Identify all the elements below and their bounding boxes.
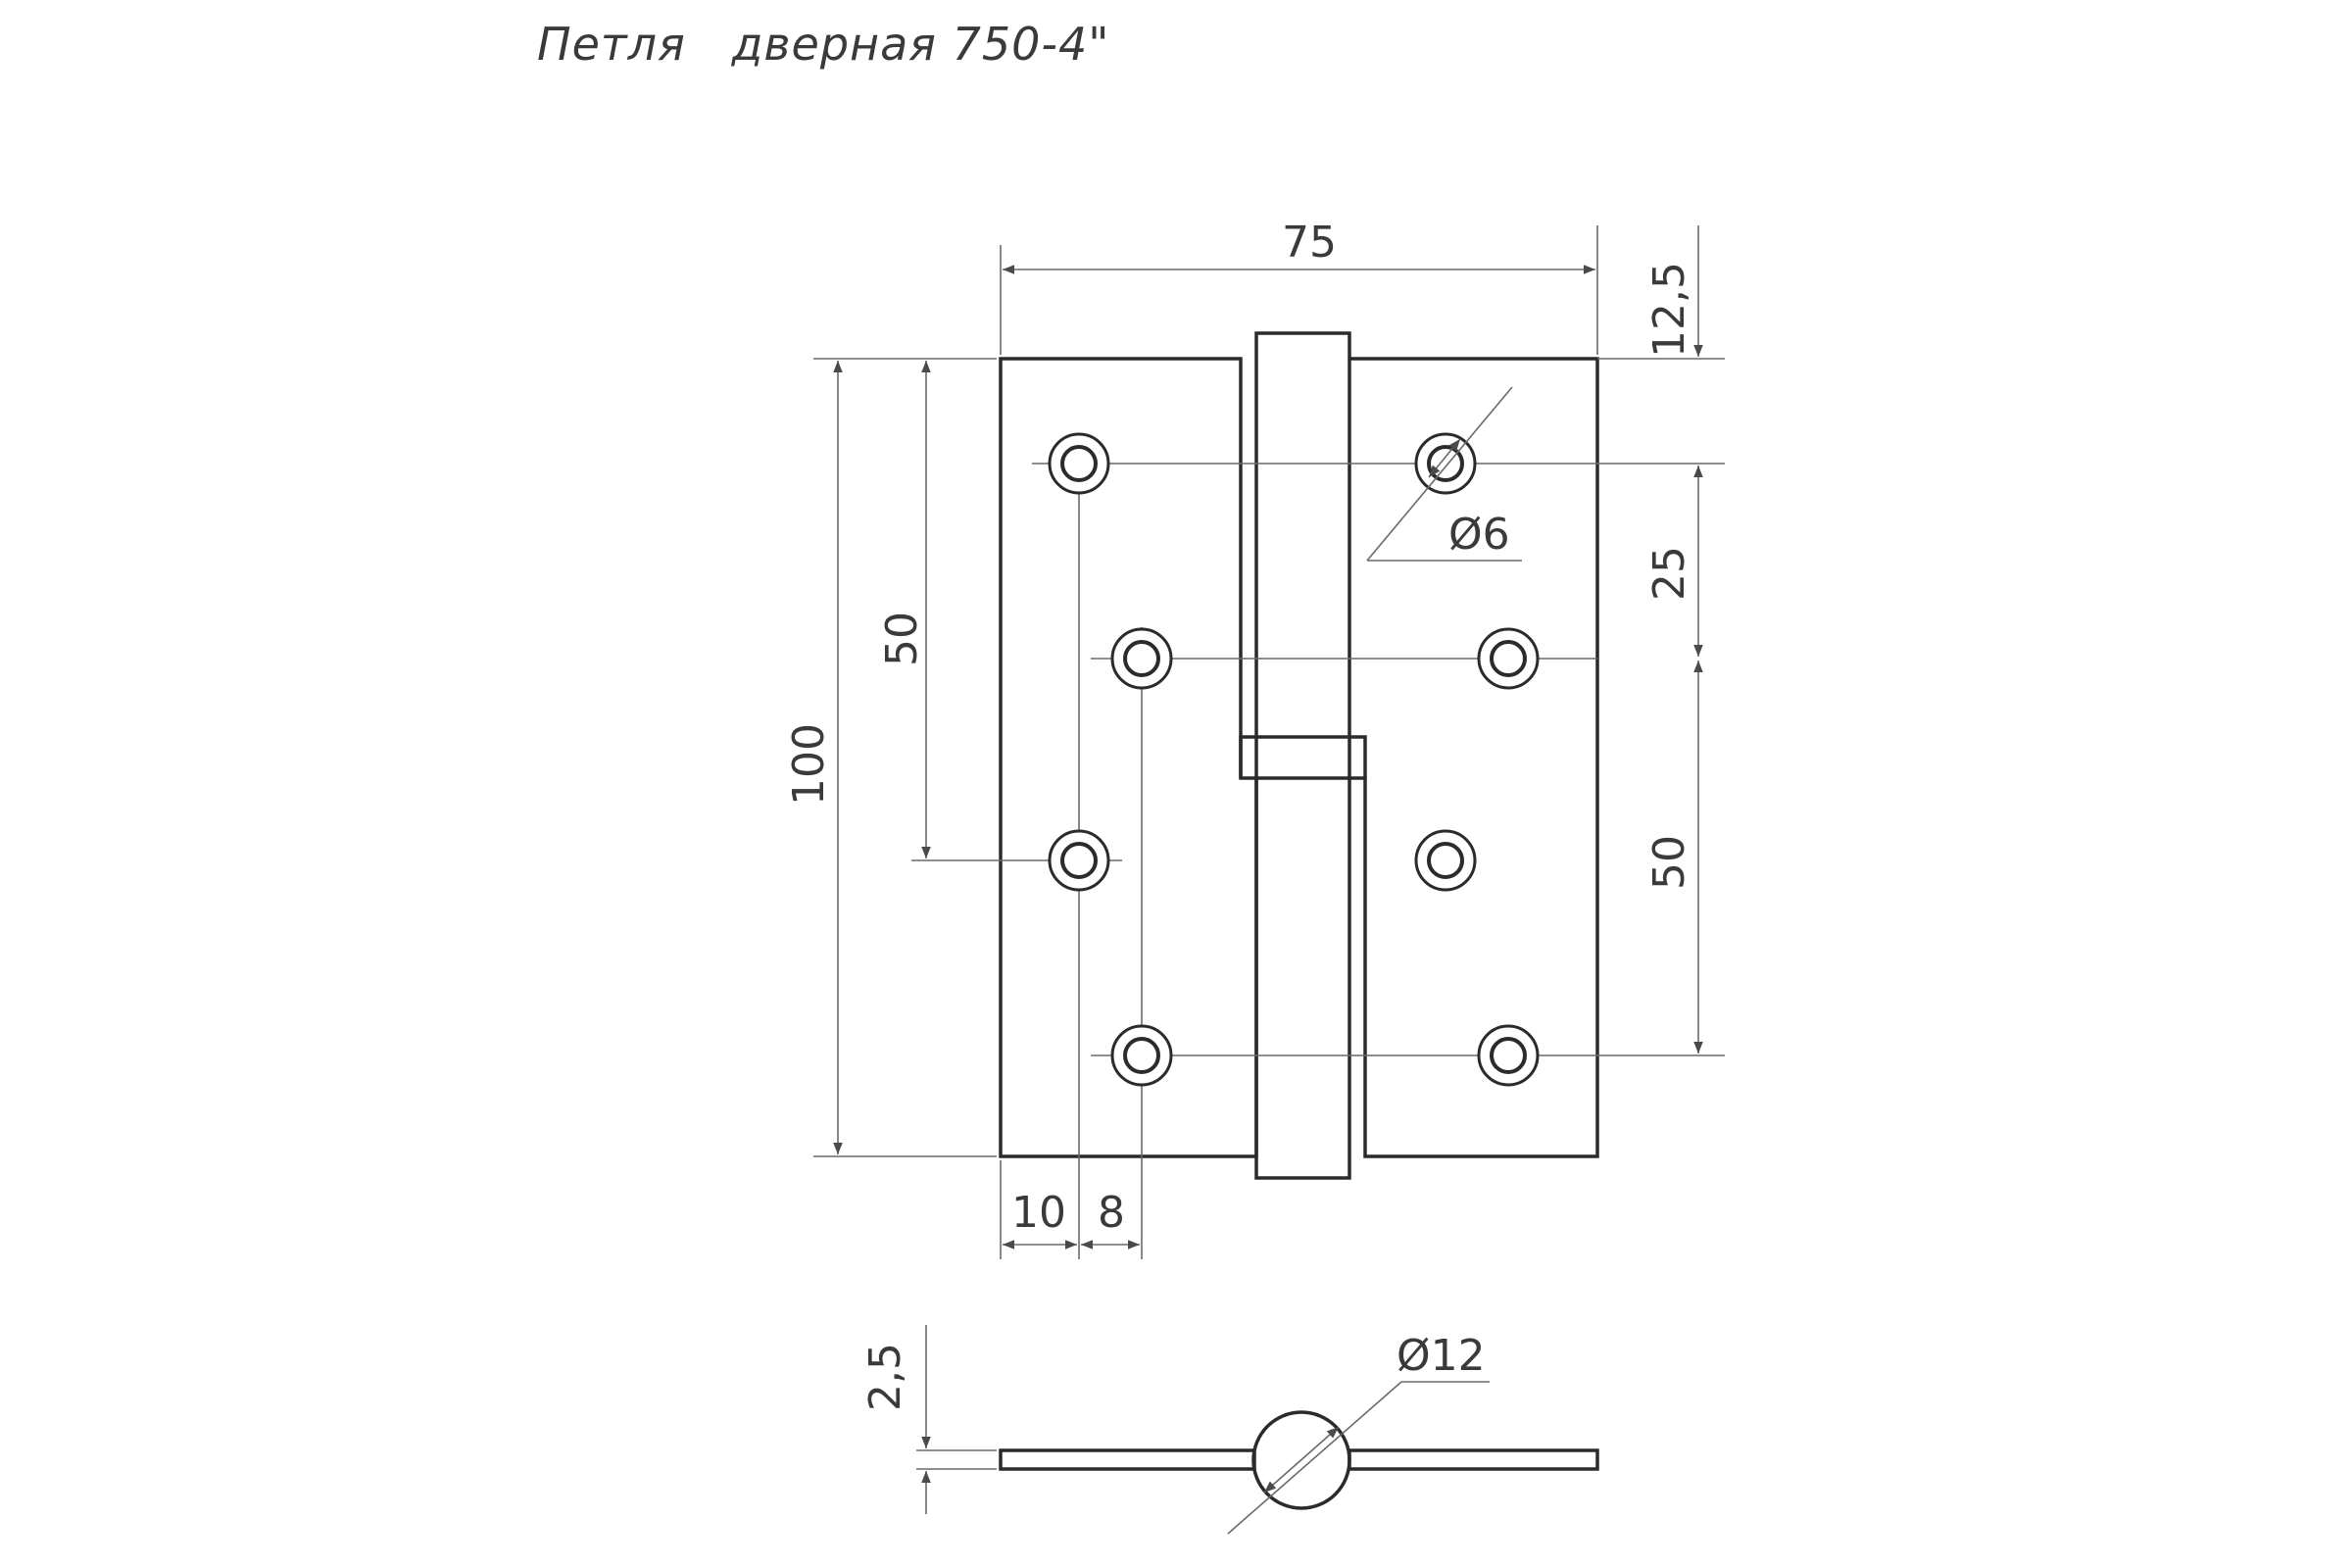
dimension-right-column: 12,5 25 50 (1514, 225, 1725, 1056)
dimension-left-holes: 50 (877, 361, 931, 858)
dimension-bottom-offsets: 10 8 (1000, 1160, 1140, 1259)
dimension-hole-diameter: Ø6 (1366, 386, 1522, 562)
dimension-height: 100 (784, 358, 997, 1157)
dim-knuckle-diameter-label: Ø12 (1396, 1331, 1486, 1381)
dim-width-label: 75 (1282, 218, 1337, 268)
screw-holes (1048, 432, 1540, 1087)
side-knuckle (1251, 1410, 1351, 1510)
dim-height-label: 100 (784, 723, 834, 806)
hole-right-4 (1477, 1024, 1540, 1087)
knuckle-pin (1254, 331, 1351, 1180)
side-left-leaf (999, 1448, 1256, 1471)
dim-right-top-label: 25 (1644, 546, 1694, 601)
hole-left-3 (1048, 829, 1110, 892)
hinge-side-view: 2,5 Ø12 (860, 1325, 1599, 1535)
dim-hole-diameter-label: Ø6 (1448, 510, 1510, 560)
right-leaf (1349, 357, 1599, 1158)
drawing-title: Петля дверная 750-4" (537, 18, 1110, 71)
side-right-leaf (1348, 1448, 1599, 1471)
center-lines (911, 463, 1597, 1259)
dim-thickness-label: 2,5 (860, 1343, 910, 1411)
hole-left-4 (1110, 1024, 1173, 1087)
hole-left-1 (1048, 432, 1110, 495)
dim-left-spacing-label: 50 (877, 612, 927, 666)
hinge-front-view (999, 331, 1599, 1180)
hole-left-2 (1110, 627, 1173, 690)
dim-overhang-label: 12,5 (1644, 262, 1694, 358)
dim-right-bottom-label: 50 (1644, 835, 1694, 890)
hole-right-3 (1414, 829, 1477, 892)
dimension-width: 75 (1000, 218, 1598, 355)
knuckle-joint (1239, 735, 1367, 778)
dim-column-offset-label: 8 (1098, 1188, 1125, 1238)
hole-right-2 (1477, 627, 1540, 690)
dim-edge-offset-label: 10 (1011, 1188, 1066, 1238)
